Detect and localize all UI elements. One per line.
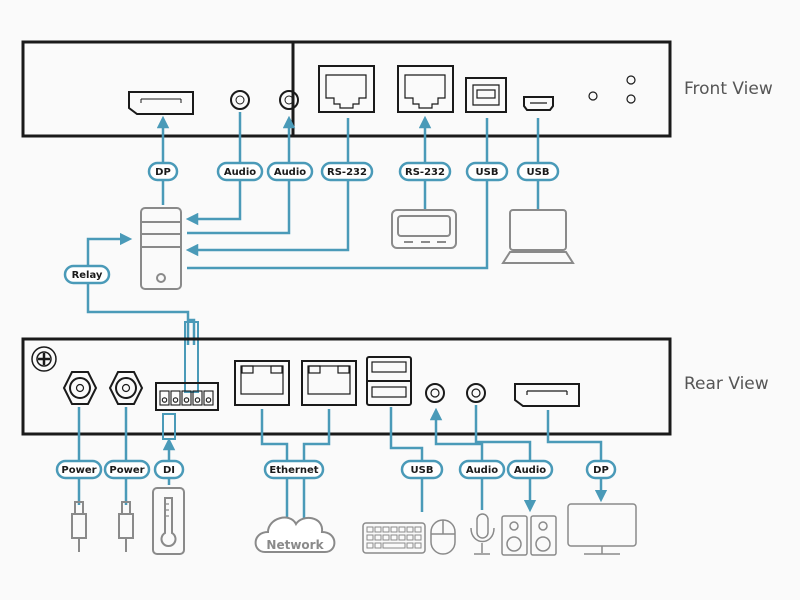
computer-tower-icon [140, 207, 182, 290]
usb-a-port-icon [366, 356, 412, 406]
front-rs232b-label: RS-232 [398, 161, 452, 182]
rear-power2-label: Power [103, 459, 151, 480]
power-jack-1-icon [62, 371, 98, 405]
mouse-icon [430, 519, 456, 555]
front-audio-jack-2-icon [279, 90, 299, 110]
network-cloud-icon: Network [254, 516, 336, 553]
usb-wire [389, 407, 424, 512]
ethernet-wire-1 [260, 409, 289, 522]
monitor-icon [567, 503, 637, 555]
microphone-icon [470, 513, 495, 555]
front-usb-b-label: USB [465, 161, 509, 182]
svg-text:Audio: Audio [514, 465, 546, 476]
front-led-icon [626, 94, 636, 104]
rear-dp-port-icon [514, 383, 580, 407]
front-led-icon [588, 91, 598, 101]
terminal-block-icon [155, 382, 219, 411]
svg-text:DP: DP [593, 465, 609, 476]
keyboard-icon [362, 522, 426, 554]
svg-text:Audio: Audio [224, 167, 256, 178]
rear-view-title: Rear View [684, 374, 769, 394]
svg-text:USB: USB [527, 167, 550, 178]
front-rs232-port-1-icon [318, 65, 375, 113]
front-led-icon [626, 75, 636, 85]
power-adapter-1-icon [71, 501, 87, 552]
svg-text:Power: Power [109, 465, 144, 476]
power-adapter-2-icon [118, 501, 134, 552]
di-connector-wire [162, 413, 176, 440]
rear-panel-body [21, 337, 672, 436]
svg-text:USB: USB [411, 465, 434, 476]
front-audio-jack-1-icon [230, 90, 250, 110]
front-rs232a-label: RS-232 [320, 161, 374, 182]
front-usb-mini-label: USB [516, 161, 560, 182]
speakers-icon [501, 515, 557, 556]
svg-text:RS-232: RS-232 [327, 167, 367, 178]
front-labels: DP Audio Audio RS-232 RS-232 USB USB Re [63, 161, 560, 285]
dp-out-wire [546, 410, 608, 503]
front-usb-b-port-icon [465, 77, 507, 113]
front-panel-body [21, 40, 672, 138]
front-audio1-wire [185, 112, 242, 226]
relay-label: Relay [63, 264, 111, 285]
svg-text:Ethernet: Ethernet [269, 465, 318, 476]
ethernet-port-1-icon [234, 360, 290, 406]
rear-dp-label: DP [585, 459, 617, 480]
ethernet-port-2-icon [301, 360, 357, 406]
svg-text:Audio: Audio [466, 465, 498, 476]
rear-labels: Power Power DI Ethernet USB Audio Audio [55, 459, 617, 480]
rear-di-label: DI [153, 459, 185, 480]
front-rs232a-wire [185, 118, 350, 257]
rear-audio-in-label: Audio [458, 459, 506, 480]
rear-audio-out-label: Audio [506, 459, 554, 480]
front-audio2-wire [187, 115, 296, 235]
front-dp-port-icon [128, 91, 194, 115]
serial-terminal-icon [391, 209, 457, 249]
svg-text:Network: Network [266, 538, 324, 552]
front-audio1-label: Audio [216, 161, 264, 182]
audio-out-wire [474, 405, 537, 513]
relay-wire [187, 318, 196, 345]
rear-power1-label: Power [55, 459, 103, 480]
svg-text:DP: DP [155, 167, 171, 178]
svg-text:Audio: Audio [274, 167, 306, 178]
laptop-icon [501, 209, 575, 264]
front-usb-b-wire [187, 118, 489, 270]
relay-wire [86, 232, 190, 345]
rear-usb-label: USB [400, 459, 444, 480]
front-view-title: Front View [684, 79, 773, 99]
front-panel [21, 40, 295, 138]
ethernet-wire-2 [302, 409, 331, 522]
rear-ethernet-label: Ethernet [263, 459, 325, 480]
front-rs232-port-2-icon [397, 65, 454, 113]
svg-text:Power: Power [61, 465, 96, 476]
front-audio2-label: Audio [266, 161, 314, 182]
ground-screw-icon [31, 346, 57, 372]
svg-text:RS-232: RS-232 [405, 167, 445, 178]
svg-text:DI: DI [163, 465, 175, 476]
rear-audio-in-jack-icon [425, 383, 445, 403]
svg-text:Relay: Relay [72, 270, 103, 281]
svg-text:USB: USB [476, 167, 499, 178]
front-mini-usb-port-icon [523, 96, 554, 111]
rear-audio-out-jack-icon [466, 383, 486, 403]
power-jack-2-icon [108, 371, 144, 405]
thermometer-icon [152, 487, 185, 555]
front-dp-label: DP [147, 161, 179, 182]
